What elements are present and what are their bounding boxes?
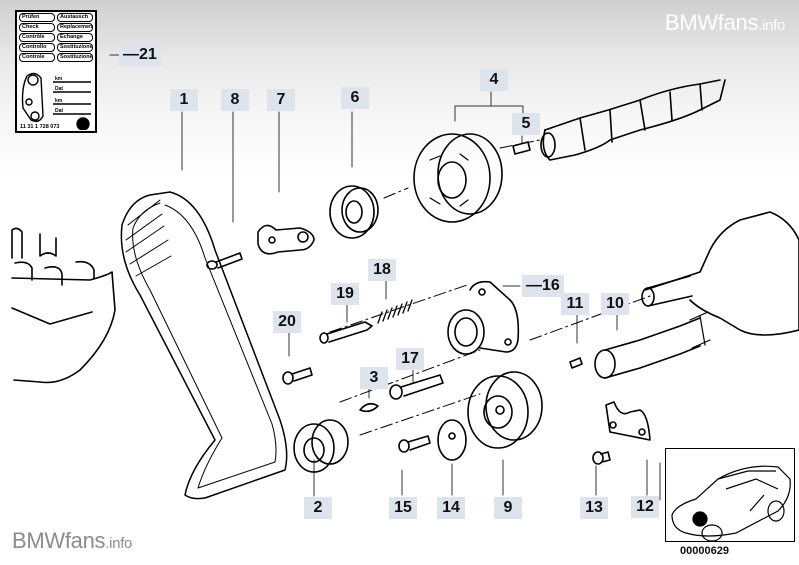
crankshaft: [641, 211, 799, 336]
label-cell: Austausch: [57, 13, 93, 22]
bolt-8: [206, 252, 243, 270]
tensioner-housing-16: [447, 280, 520, 355]
callout-8[interactable]: 8: [221, 89, 249, 111]
callout-15[interactable]: 15: [389, 497, 417, 519]
car-icon: [671, 465, 791, 542]
callout-17[interactable]: 17: [396, 348, 424, 370]
label-cell: Contrôle: [19, 33, 55, 42]
callout-21[interactable]: —21: [119, 44, 161, 66]
date-field-label: Dat: [55, 86, 64, 92]
tensioner-7: [257, 224, 315, 255]
dowel-pin-5: [512, 141, 531, 155]
pin-19: [319, 321, 373, 344]
date-field-label: Dat: [55, 108, 64, 114]
watermark-top: BMWfans.info: [664, 10, 785, 35]
label-cell: Prüfen: [19, 13, 55, 22]
km-field-label: km: [55, 76, 63, 82]
label-cell: Check: [19, 23, 55, 32]
engine-block-outline: [11, 227, 116, 384]
belt-schematic-icon: [21, 72, 91, 130]
plate-12: [605, 401, 651, 441]
sprocket-9: [467, 371, 543, 449]
callout-3[interactable]: 3: [360, 367, 388, 389]
bolt-17: [389, 374, 444, 400]
label-cell: Replacement: [57, 23, 93, 32]
bolt-15: [398, 435, 431, 453]
callout-13[interactable]: 13: [580, 497, 608, 519]
vehicle-location-thumbnail: [665, 448, 795, 542]
callout-14[interactable]: 14: [437, 497, 465, 519]
timing-belt: [120, 191, 288, 500]
label-cell: Controllo: [19, 43, 55, 52]
idler-pulley-6: [329, 185, 379, 239]
illustration-code: 00000629: [680, 545, 729, 557]
label-cell: Sostituzione: [57, 43, 93, 52]
label-cell: Controle: [19, 53, 55, 62]
callout-11[interactable]: 11: [561, 293, 589, 315]
callout-6[interactable]: 6: [341, 87, 369, 109]
camshaft: [540, 79, 726, 161]
label-part-number: 11 31 1 728 073: [20, 124, 60, 130]
callout-9[interactable]: 9: [494, 497, 522, 519]
washer-14: [437, 419, 467, 461]
callout-7[interactable]: 7: [267, 89, 295, 111]
callout-19[interactable]: 19: [331, 283, 359, 305]
watermark-bottom: BMWfans.info: [12, 528, 133, 553]
callout-2[interactable]: 2: [304, 497, 332, 519]
callout-5[interactable]: 5: [512, 113, 540, 135]
callout-18[interactable]: 18: [368, 259, 396, 281]
pin-11: [569, 357, 583, 369]
callout-1[interactable]: 1: [170, 89, 198, 111]
km-field-label: km: [55, 98, 63, 104]
callout-16[interactable]: —16: [522, 275, 564, 297]
callout-10[interactable]: 10: [601, 293, 629, 315]
camshaft-sprocket-4: [413, 133, 503, 223]
callout-4[interactable]: 4: [480, 69, 508, 91]
crankshaft-sprocket-2: [293, 419, 349, 473]
woodruff-key-3: [359, 402, 379, 413]
bolt-20: [282, 367, 313, 385]
callout-20[interactable]: 20: [273, 311, 301, 333]
label-cell: Sostituzione: [57, 53, 93, 62]
label-cell: Echange: [57, 33, 93, 42]
callout-12[interactable]: 12: [631, 496, 659, 518]
spring-18: [377, 299, 413, 324]
screw-13: [592, 451, 611, 465]
intermediate-shaft-10: [594, 311, 711, 379]
